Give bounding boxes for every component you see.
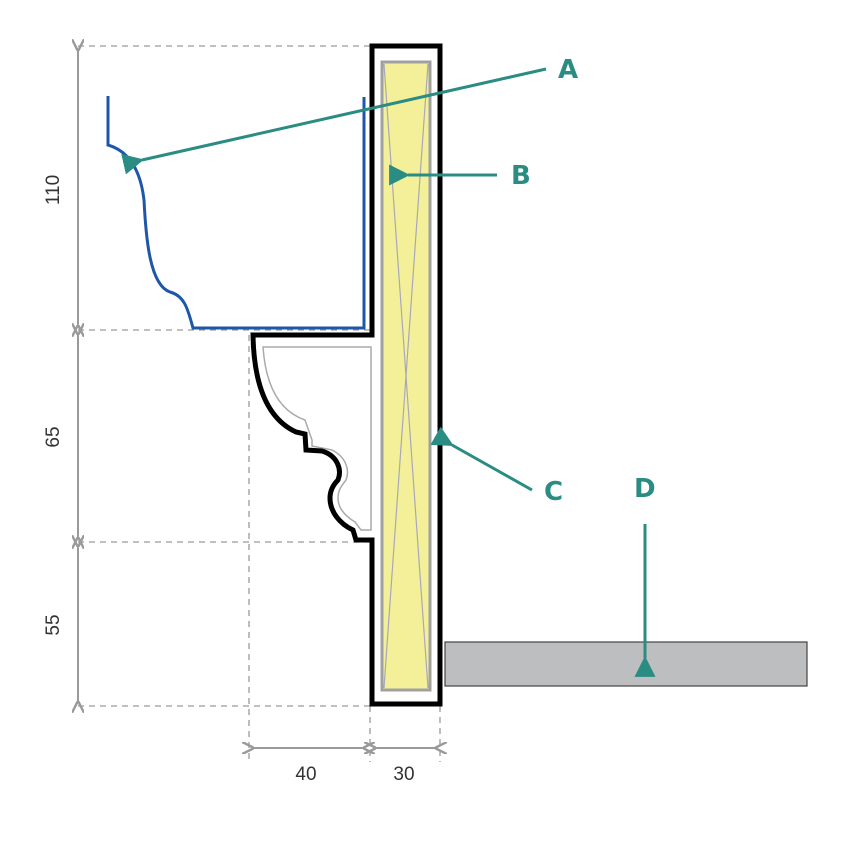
dimension-40: 40	[295, 764, 316, 785]
callout-arrows	[121, 67, 656, 677]
label-a: A	[558, 55, 578, 85]
wood-batten	[380, 60, 432, 692]
dimension-65: 65	[43, 426, 64, 447]
dimension-30: 30	[393, 764, 414, 785]
label-d: D	[634, 474, 656, 504]
gutter-profile	[106, 96, 366, 330]
wall-cornice-outline	[250, 43, 443, 707]
dimension-110: 110	[43, 175, 64, 205]
dimension-arrows	[78, 50, 436, 748]
label-b: B	[511, 161, 531, 191]
cornice-inner-outline	[262, 346, 372, 531]
floor-plank	[444, 641, 808, 687]
dimension-55: 55	[43, 614, 64, 635]
label-c: C	[544, 477, 563, 507]
